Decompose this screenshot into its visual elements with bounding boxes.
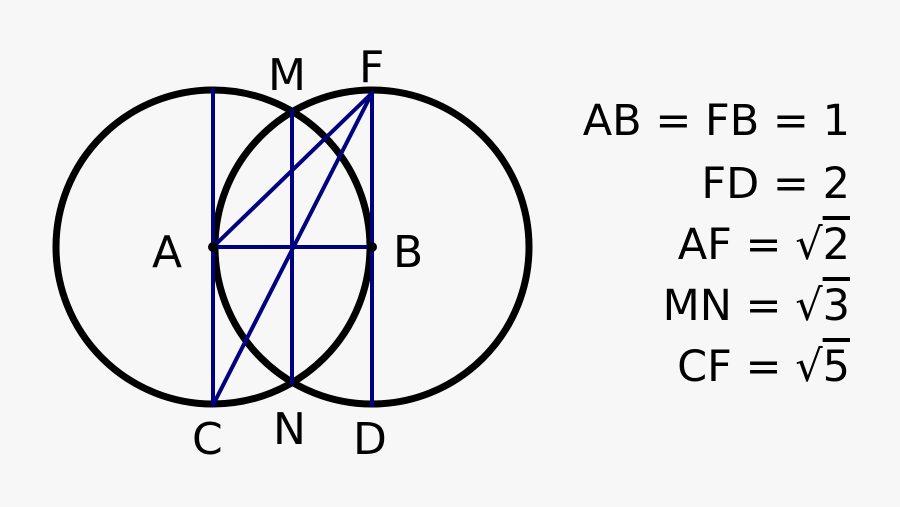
label-a: A [152, 227, 182, 278]
label-d: D [353, 414, 387, 465]
equation-lhs: FD = [701, 159, 823, 209]
segment-af [211, 91, 374, 249]
segment-cf [211, 91, 374, 407]
equation-mn: MN = √3 [663, 281, 850, 331]
equation-lhs: MN = √ [662, 281, 823, 331]
radicand: 2 [822, 220, 850, 270]
radicand: 3 [822, 281, 850, 331]
equation-rhs: 1 [822, 96, 850, 146]
equations-panel: AB = FB = 1 FD = 2 AF = √2 MN = √3 CF = … [520, 96, 850, 416]
radicand: 5 [822, 342, 850, 392]
label-m: M [268, 50, 306, 101]
label-b: B [393, 227, 423, 278]
equation-af: AF = √2 [678, 220, 850, 270]
equation-fd: FD = 2 [701, 159, 850, 209]
point-a [208, 242, 218, 252]
equation-cf: CF = √5 [677, 342, 850, 392]
point-b [367, 242, 377, 252]
equation-rhs: 2 [822, 159, 850, 209]
equation-lhs: CF = √ [677, 342, 823, 392]
equation-lhs: AB = FB = [582, 96, 823, 146]
equation-ab-fb: AB = FB = 1 [583, 96, 850, 146]
equation-lhs: AF = √ [677, 220, 823, 270]
label-n: N [273, 404, 306, 455]
label-f: F [359, 42, 384, 93]
label-c: C [192, 414, 223, 465]
